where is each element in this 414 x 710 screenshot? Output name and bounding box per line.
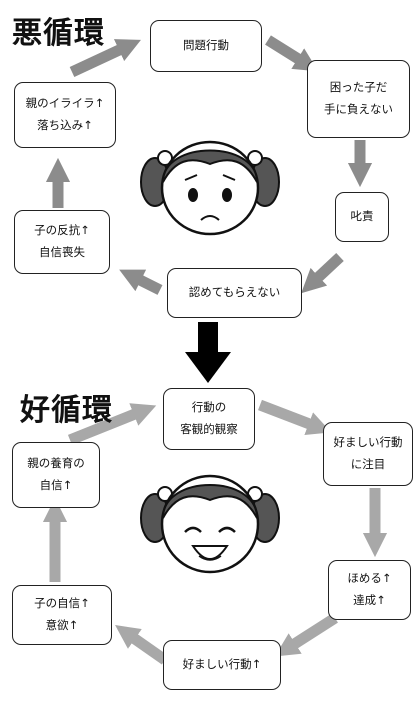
virtuous-step-parent-confidence: 親の養育の 自信↑ xyxy=(12,442,100,508)
arrow-vicious-3-4 xyxy=(301,252,344,294)
virtuous-step-objective-observation: 行動の 客観的観察 xyxy=(163,388,255,450)
vicious-step-not-recognized: 認めてもらえない xyxy=(167,268,302,318)
virtuous-step-child-confidence: 子の自信↑ 意欲↑ xyxy=(12,585,112,645)
virtuous-step-praise: ほめる↑ 達成↑ xyxy=(328,560,411,620)
arrow-virtuous-3-4 xyxy=(274,613,338,657)
virtuous-step-focus-good-behavior: 好ましい行動 に注目 xyxy=(323,422,413,486)
vicious-step-child-rebellion: 子の反抗↑ 自信喪失 xyxy=(14,210,110,274)
arrow-vicious-1-2 xyxy=(265,35,319,72)
virtuous-step-good-behavior-up: 好ましい行動↑ xyxy=(163,640,281,690)
worried-girl-face-icon xyxy=(140,140,280,236)
arrow-virtuous-1-2 xyxy=(258,399,332,435)
happy-girl-face-icon xyxy=(140,474,280,574)
vicious-step-scolding: 叱責 xyxy=(335,192,389,242)
vicious-step-problem-behavior: 問題行動 xyxy=(150,20,262,72)
arrow-virtuous-6-1 xyxy=(67,403,157,446)
arrow-vicious-4-5 xyxy=(119,269,163,295)
vicious-cycle-title: 悪循環 xyxy=(12,16,105,51)
vicious-step-parent-irritation: 親のイライラ↑ 落ち込み↑ xyxy=(14,82,116,148)
arrow-vicious-6-1 xyxy=(69,39,141,77)
down-arrow-icon xyxy=(185,322,231,383)
virtuous-cycle-title: 好循環 xyxy=(20,393,113,428)
vicious-step-troubled-child: 困った子だ 手に負えない xyxy=(307,60,410,138)
arrow-virtuous-4-5 xyxy=(115,625,169,665)
